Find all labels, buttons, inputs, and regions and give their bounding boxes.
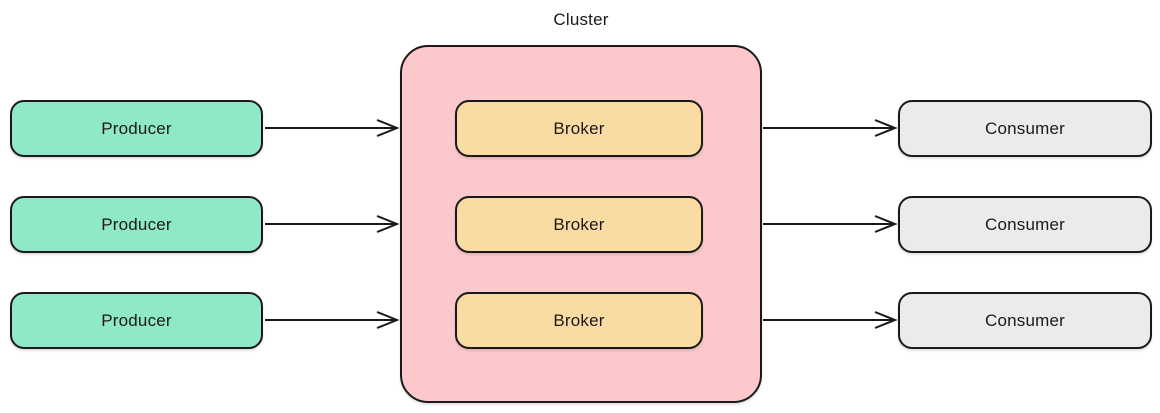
arrow-producer2-cluster	[265, 215, 400, 233]
producer-label: Producer	[101, 214, 172, 234]
broker-label: Broker	[553, 214, 605, 234]
producer-node-1: Producer	[10, 100, 263, 157]
producer-node-3: Producer	[10, 292, 263, 349]
consumer-label: Consumer	[984, 118, 1066, 138]
broker-label: Broker	[553, 310, 605, 330]
arrow-cluster-consumer1	[763, 119, 898, 137]
consumer-node-1: Consumer	[898, 100, 1152, 157]
cluster-label: Cluster	[553, 10, 609, 29]
producer-node-2: Producer	[10, 196, 263, 253]
producer-label: Producer	[101, 310, 172, 330]
consumer-node-3: Consumer	[898, 292, 1152, 349]
broker-node-3: Broker	[455, 292, 703, 349]
consumer-label: Consumer	[984, 310, 1066, 330]
broker-node-1: Broker	[455, 100, 703, 157]
producer-label: Producer	[101, 118, 172, 138]
arrow-cluster-consumer3	[763, 311, 898, 329]
arrow-producer1-cluster	[265, 119, 400, 137]
arrow-producer3-cluster	[265, 311, 400, 329]
arrow-cluster-consumer2	[763, 215, 898, 233]
broker-node-2: Broker	[455, 196, 703, 253]
consumer-node-2: Consumer	[898, 196, 1152, 253]
consumer-label: Consumer	[984, 214, 1066, 234]
broker-label: Broker	[553, 118, 605, 138]
